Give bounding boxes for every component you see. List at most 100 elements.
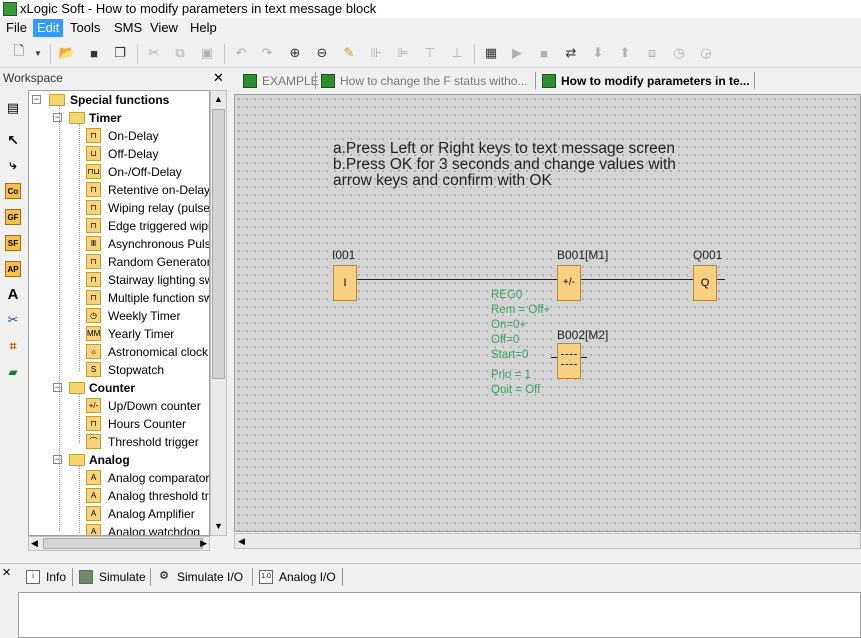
redo-icon[interactable]: ↷: [261, 45, 273, 60]
wire[interactable]: [551, 357, 557, 358]
output-area[interactable]: [18, 592, 861, 638]
stop-icon[interactable]: ■: [540, 45, 548, 61]
tree-item[interactable]: ⊓ Multiple function sw: [29, 289, 209, 307]
tree-item[interactable]: ⊔ Off-Delay: [29, 145, 209, 163]
sf-tool-icon[interactable]: SF: [5, 235, 21, 251]
tree-node-counter[interactable]: − Counter: [53, 381, 135, 395]
tree-vertical-scrollbar[interactable]: ▲ ▼: [210, 90, 227, 536]
scroll-right-icon[interactable]: ▶: [200, 538, 207, 548]
align-middle-icon[interactable]: ⊥: [451, 45, 463, 60]
tree-item[interactable]: ⊓ Wiping relay (pulse: [29, 199, 209, 217]
tree-item[interactable]: ⊓ Retentive on-Delay: [29, 181, 209, 199]
scroll-left-icon[interactable]: ◀: [31, 538, 38, 548]
tree-node-timer[interactable]: − Timer: [53, 111, 122, 125]
scroll-thumb[interactable]: [43, 538, 203, 549]
menu-edit[interactable]: Edit: [33, 19, 64, 37]
save-all-icon[interactable]: ❐: [114, 45, 126, 60]
collapse-icon[interactable]: −: [53, 382, 62, 392]
function-block-icon: ⊓: [86, 290, 101, 305]
cut-wire-icon[interactable]: ✂: [7, 312, 19, 327]
collapse-icon[interactable]: −: [32, 94, 41, 104]
palette-icon[interactable]: ▤: [6, 100, 20, 115]
tool-strip: ▤ ↖ ⤷ Co GF SF AP A ✂ ⌗ ▰: [0, 90, 26, 390]
tree-item[interactable]: ⊓ On-Delay: [29, 127, 209, 145]
close-icon[interactable]: ✕: [213, 70, 224, 85]
run-icon[interactable]: ▶: [512, 45, 522, 60]
download-icon[interactable]: ⬇: [592, 45, 604, 60]
message-block-b002[interactable]: [557, 343, 581, 379]
timer-icon[interactable]: ◶: [700, 45, 712, 60]
tree-node-special-functions[interactable]: − Special functions: [32, 93, 170, 107]
tree-horizontal-scrollbar[interactable]: ◀ ▶: [28, 536, 210, 551]
dropdown-icon[interactable]: ▼: [34, 48, 42, 58]
wire[interactable]: [581, 357, 587, 358]
tree-node-analog[interactable]: − Analog: [53, 453, 130, 467]
tree-item[interactable]: A Analog comparator: [29, 469, 209, 487]
tree-item[interactable]: ⊓ Stairway lighting sw: [29, 271, 209, 289]
tree-item[interactable]: ⊓ Hours Counter: [29, 415, 209, 433]
ap-tool-icon[interactable]: AP: [5, 261, 21, 277]
menu-file[interactable]: File: [6, 20, 27, 35]
output-block-q001[interactable]: Q: [693, 265, 717, 301]
tree-item[interactable]: +/- Up/Down counter: [29, 397, 209, 415]
scroll-left-icon[interactable]: ◀: [238, 536, 245, 546]
scroll-up-icon[interactable]: ▲: [214, 94, 223, 104]
canvas-horizontal-scrollbar[interactable]: ◀: [234, 533, 861, 549]
save-icon[interactable]: ■: [90, 45, 98, 61]
tree-item[interactable]: A Analog Amplifier: [29, 505, 209, 523]
collapse-icon[interactable]: −: [53, 112, 62, 122]
open-icon[interactable]: 📂: [58, 45, 76, 60]
function-block-icon: A: [86, 506, 101, 521]
scroll-down-icon[interactable]: ▼: [214, 521, 223, 531]
compare-icon[interactable]: ⧈: [647, 45, 657, 60]
wire[interactable]: [717, 279, 725, 280]
copy-icon[interactable]: ⧉: [175, 45, 185, 60]
instruction-note[interactable]: a.Press Left or Right keys to text messa…: [333, 140, 676, 189]
simulate-tool-icon[interactable]: ▰: [8, 365, 18, 379]
tree-item[interactable]: MM Yearly Timer: [86, 326, 175, 341]
clock-icon[interactable]: ◷: [673, 45, 685, 60]
close-icon[interactable]: ✕: [2, 567, 12, 579]
menu-sms[interactable]: SMS: [114, 20, 143, 35]
collapse-icon[interactable]: −: [53, 454, 62, 464]
transfer-icon[interactable]: ⇄: [565, 45, 577, 60]
pointer-icon[interactable]: ↖: [7, 131, 19, 148]
tree-item[interactable]: A Analog watchdog: [29, 523, 209, 535]
zoom-in-icon[interactable]: ⊕: [289, 45, 301, 60]
wire[interactable]: [581, 279, 693, 280]
align-left-icon[interactable]: ⊪: [370, 45, 382, 60]
zoom-out-icon[interactable]: ⊖: [316, 45, 328, 60]
tree-item[interactable]: ⊓⊔ On-/Off-Delay: [86, 164, 182, 179]
input-block-i001[interactable]: I: [333, 265, 357, 301]
route-icon[interactable]: ⌗: [9, 338, 17, 353]
menu-help[interactable]: Help: [190, 20, 217, 35]
tree-item[interactable]: ⊓ Random Generator: [29, 253, 209, 271]
scroll-thumb[interactable]: [212, 109, 225, 379]
tree-item[interactable]: ⌒ Threshold trigger: [29, 433, 209, 451]
function-block-icon: ⊔: [86, 146, 101, 161]
clear-icon[interactable]: ✎: [343, 45, 355, 60]
gf-tool-icon[interactable]: GF: [5, 209, 21, 225]
tree-item[interactable]: A Analog threshold tr: [29, 487, 209, 505]
compile-icon[interactable]: ▦: [484, 45, 498, 60]
co-tool-icon[interactable]: Co: [5, 183, 21, 199]
text-tool-icon[interactable]: A: [7, 285, 19, 303]
tree-item[interactable]: S Stopwatch: [29, 361, 209, 379]
new-icon[interactable]: 🗋: [13, 43, 25, 58]
cut-icon[interactable]: ✂: [148, 45, 160, 60]
tree-item[interactable]: ◷ Weekly Timer: [29, 307, 209, 325]
menu-tools[interactable]: Tools: [70, 20, 101, 35]
undo-icon[interactable]: ↶: [235, 45, 247, 60]
align-center-icon[interactable]: ⊫: [397, 45, 409, 60]
counter-block-b001[interactable]: +/-: [557, 265, 581, 301]
wire[interactable]: [357, 279, 557, 280]
connector-icon[interactable]: ⤷: [9, 157, 17, 172]
upload-icon[interactable]: ⬆: [619, 45, 631, 60]
diagram-canvas[interactable]: a.Press Left or Right keys to text messa…: [234, 94, 861, 532]
paste-icon[interactable]: ▣: [200, 45, 214, 60]
menu-view[interactable]: View: [150, 20, 178, 35]
tree-item[interactable]: ☼ Astronomical clock: [29, 343, 209, 361]
align-top-icon[interactable]: ⊤: [424, 45, 436, 60]
tree-item[interactable]: Ⅲ Asynchronous Puls: [29, 235, 209, 253]
tree-item[interactable]: ⊓ Edge triggered wipi: [29, 217, 209, 235]
